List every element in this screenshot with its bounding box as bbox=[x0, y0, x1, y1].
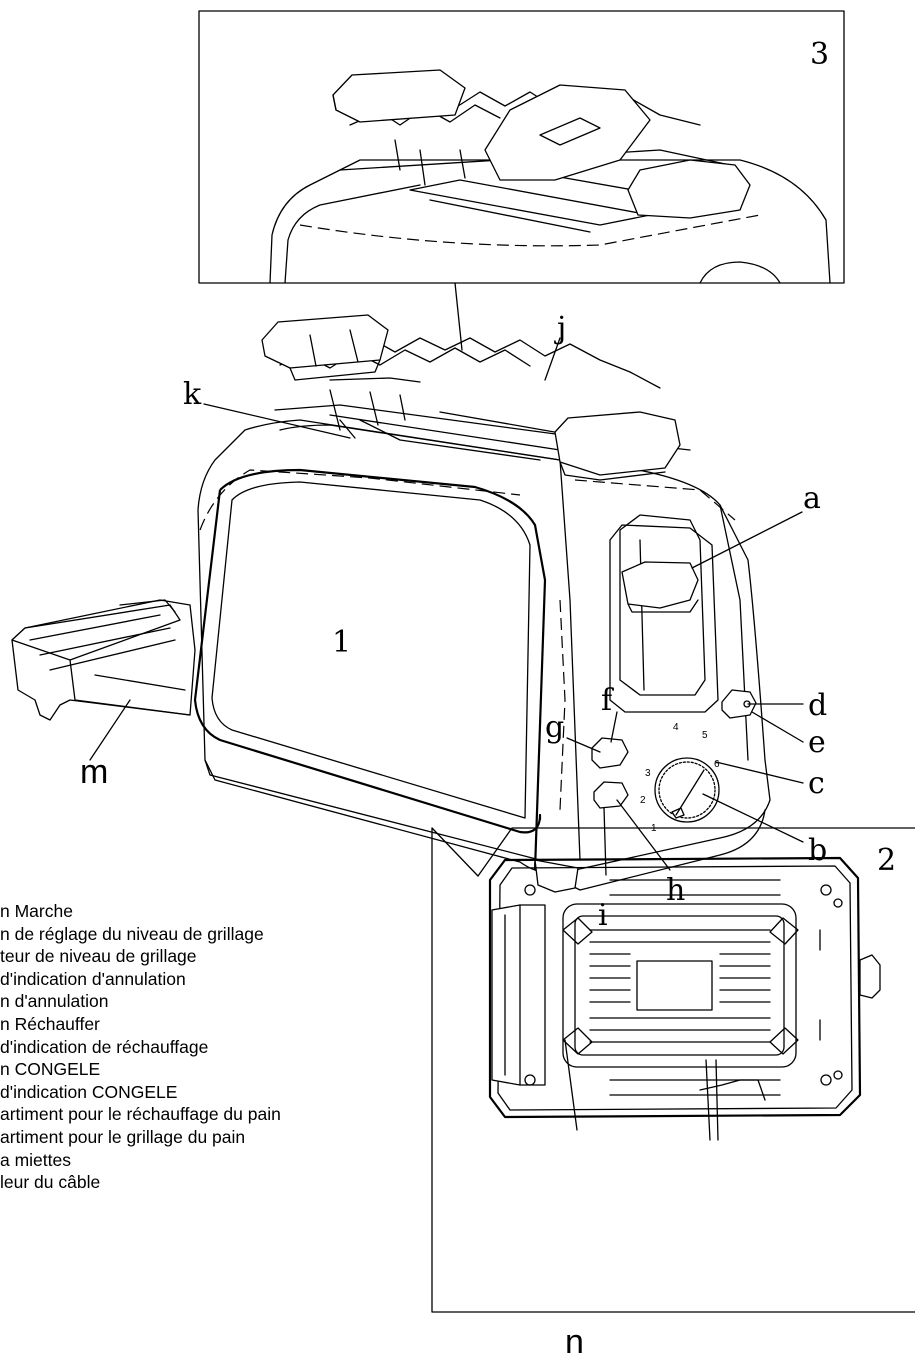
handle-right-detail bbox=[627, 159, 751, 219]
part-label-b: b bbox=[808, 833, 827, 868]
detail-3-leader bbox=[454, 282, 463, 351]
part-label-d: d bbox=[808, 688, 827, 723]
legend-item: teur de niveau de grillage bbox=[0, 946, 197, 967]
bottom-view-leader-upper bbox=[477, 827, 915, 877]
button-g bbox=[591, 737, 629, 769]
figure-number-1: 1 bbox=[332, 625, 351, 660]
lift-lever bbox=[621, 561, 699, 609]
button-i bbox=[593, 781, 629, 809]
handle-left bbox=[261, 314, 389, 369]
part-label-e: e bbox=[808, 725, 826, 760]
legend-item: d'indication de réchauffage bbox=[0, 1036, 209, 1057]
part-label-i: i bbox=[598, 898, 608, 933]
legend-item: n d'annulation bbox=[0, 991, 109, 1012]
legend-item: d'indication d'annulation bbox=[0, 968, 186, 989]
legend-item: n de réglage du niveau de grillage bbox=[0, 923, 264, 944]
legend-item: n Marche bbox=[0, 901, 73, 921]
part-label-f: f bbox=[601, 683, 614, 718]
legend-item: artiment pour le grillage du pain bbox=[0, 1126, 246, 1147]
legend-item: n CONGELE bbox=[0, 1059, 101, 1080]
figure-number-2: 2 bbox=[877, 843, 896, 878]
part-label-a: a bbox=[803, 481, 821, 516]
legend-item: artiment pour le réchauffage du pain bbox=[0, 1104, 281, 1125]
leader-lines bbox=[89, 337, 804, 1131]
dial-number-3: 3 bbox=[645, 768, 651, 779]
legend-item: d'indication CONGELE bbox=[0, 1081, 178, 1102]
bottom-view-2: 2 bbox=[431, 827, 915, 1313]
detail-frame-3 bbox=[198, 10, 845, 284]
dial-number-5: 5 bbox=[702, 730, 708, 741]
part-label-m: m bbox=[80, 753, 108, 791]
legend-item: a miettes bbox=[0, 1149, 71, 1170]
part-label-g: g bbox=[545, 710, 564, 745]
crumb-tray bbox=[11, 599, 196, 721]
figure-number-3: 3 bbox=[810, 37, 829, 72]
legend-item: leur du câble bbox=[0, 1172, 101, 1193]
button-d bbox=[721, 689, 757, 719]
dial-number-2: 2 bbox=[640, 795, 646, 806]
bottom-view-frame bbox=[431, 827, 915, 1313]
part-label-h: h bbox=[666, 873, 685, 908]
handle-left-detail bbox=[332, 69, 466, 123]
part-labels: a b c d e f g h i j k m n bbox=[80, 311, 827, 1357]
detail-view-3: 3 bbox=[198, 10, 845, 284]
dial-number-6: 6 bbox=[714, 759, 720, 770]
toaster-body bbox=[197, 419, 771, 875]
lever-cover-detail bbox=[484, 84, 651, 181]
part-label-k: k bbox=[183, 377, 202, 412]
browning-dial bbox=[654, 757, 720, 823]
dial-number-4: 4 bbox=[673, 722, 679, 733]
handle-right bbox=[554, 411, 681, 476]
part-label-n: n bbox=[565, 1323, 584, 1357]
part-label-c: c bbox=[808, 766, 825, 801]
part-label-j: j bbox=[554, 311, 566, 346]
toaster-main: 1 2 3 4 5 6 1 bbox=[193, 314, 771, 893]
parts-legend: n Marche n de réglage du niveau de grill… bbox=[0, 900, 460, 1194]
legend-item: n Réchauffer bbox=[0, 1013, 100, 1034]
